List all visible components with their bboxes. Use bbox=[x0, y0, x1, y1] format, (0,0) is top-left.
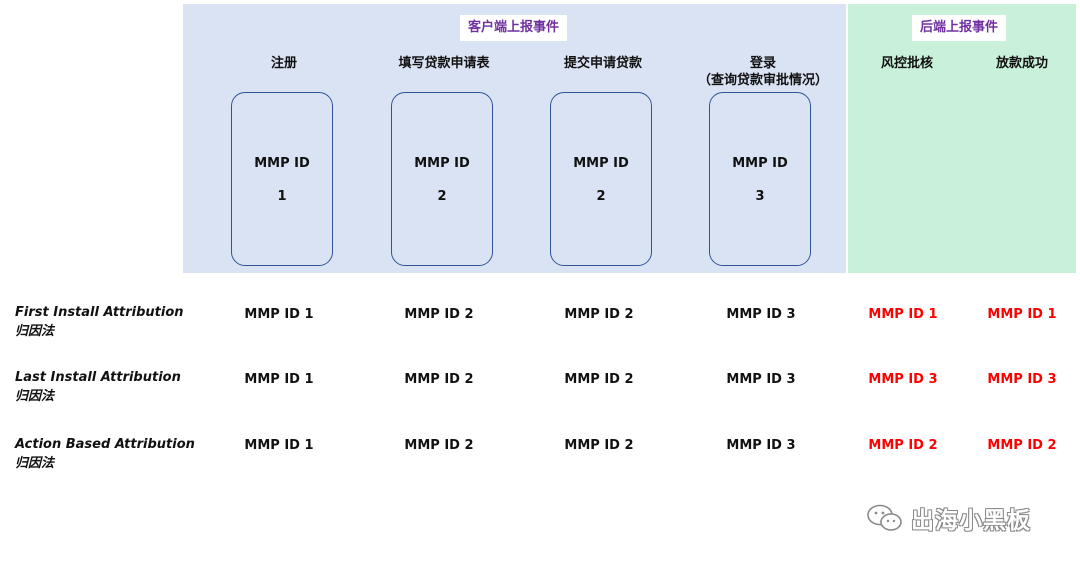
mmp-id-label: MMP ID bbox=[414, 156, 470, 171]
table-cell-server: MMP ID 2 bbox=[868, 438, 938, 453]
table-cell: MMP ID 2 bbox=[564, 438, 634, 453]
column-title-text: 风控批核 bbox=[880, 56, 933, 71]
table-cell-server: MMP ID 1 bbox=[987, 307, 1057, 322]
column-title-risk-approval: 风控批核 bbox=[832, 55, 982, 72]
mmp-id-box-3: MMP ID 2 bbox=[550, 92, 652, 266]
table-cell: MMP ID 1 bbox=[244, 438, 314, 453]
server-events-title: 后端上报事件 bbox=[912, 15, 1007, 41]
column-title-fill-application: 填写贷款申请表 bbox=[369, 55, 519, 72]
table-cell: MMP ID 2 bbox=[404, 372, 474, 387]
watermark: 出海小黑板 bbox=[865, 501, 1031, 535]
client-events-panel: 客户端上报事件 注册 填写贷款申请表 提交申请贷款 登录 （查询贷款审批情况） … bbox=[183, 4, 846, 273]
server-events-panel: 后端上报事件 风控批核 放款成功 bbox=[848, 4, 1076, 273]
row-label-text: Action Based Attribution bbox=[15, 437, 195, 452]
table-cell: MMP ID 3 bbox=[726, 372, 796, 387]
mmp-id-box-2: MMP ID 2 bbox=[391, 92, 493, 266]
table-cell-server: MMP ID 2 bbox=[987, 438, 1057, 453]
column-title-text: 提交申请贷款 bbox=[563, 56, 642, 71]
row-label-last-install: Last Install Attribution 归因法 bbox=[15, 368, 181, 406]
client-events-title: 客户端上报事件 bbox=[460, 15, 568, 41]
column-title-submit-application: 提交申请贷款 bbox=[528, 55, 678, 72]
mmp-id-label: MMP ID bbox=[573, 156, 629, 171]
column-title-register: 注册 bbox=[209, 55, 359, 72]
mmp-id-number: 2 bbox=[437, 189, 447, 204]
column-title-text: 放款成功 bbox=[995, 56, 1048, 71]
mmp-id-box-4: MMP ID 3 bbox=[709, 92, 811, 266]
mmp-id-label: MMP ID bbox=[732, 156, 788, 171]
watermark-text: 出海小黑板 bbox=[911, 508, 1031, 534]
row-label-zh: 归因法 bbox=[15, 324, 55, 339]
table-cell: MMP ID 3 bbox=[726, 307, 796, 322]
table-cell-server: MMP ID 3 bbox=[868, 372, 938, 387]
table-cell: MMP ID 1 bbox=[244, 307, 314, 322]
row-label-zh: 归因法 bbox=[15, 456, 55, 471]
mmp-id-label: MMP ID bbox=[254, 156, 310, 171]
row-label-action-based: Action Based Attribution 归因法 bbox=[15, 435, 195, 473]
row-label-zh: 归因法 bbox=[15, 389, 55, 404]
mmp-id-box-1: MMP ID 1 bbox=[231, 92, 333, 266]
mmp-id-number: 1 bbox=[277, 189, 287, 204]
table-cell-server: MMP ID 1 bbox=[868, 307, 938, 322]
mmp-id-number: 3 bbox=[755, 189, 765, 204]
column-subtitle-text: （查询贷款审批情况） bbox=[697, 73, 828, 88]
mmp-id-number: 2 bbox=[596, 189, 606, 204]
table-cell: MMP ID 2 bbox=[564, 372, 634, 387]
table-cell-server: MMP ID 3 bbox=[987, 372, 1057, 387]
column-title-text: 填写贷款申请表 bbox=[398, 56, 490, 71]
wechat-icon bbox=[867, 504, 902, 531]
table-cell: MMP ID 3 bbox=[726, 438, 796, 453]
column-title-text: 登录 bbox=[749, 56, 776, 71]
table-cell: MMP ID 2 bbox=[564, 307, 634, 322]
column-title-login: 登录 （查询贷款审批情况） bbox=[688, 55, 838, 89]
table-cell: MMP ID 2 bbox=[404, 307, 474, 322]
row-label-text: First Install Attribution bbox=[15, 305, 184, 320]
table-cell: MMP ID 2 bbox=[404, 438, 474, 453]
column-title-text: 注册 bbox=[270, 56, 297, 71]
row-label-first-install: First Install Attribution 归因法 bbox=[15, 303, 184, 341]
row-label-text: Last Install Attribution bbox=[15, 370, 181, 385]
table-cell: MMP ID 1 bbox=[244, 372, 314, 387]
column-title-loan-success: 放款成功 bbox=[947, 55, 1080, 72]
